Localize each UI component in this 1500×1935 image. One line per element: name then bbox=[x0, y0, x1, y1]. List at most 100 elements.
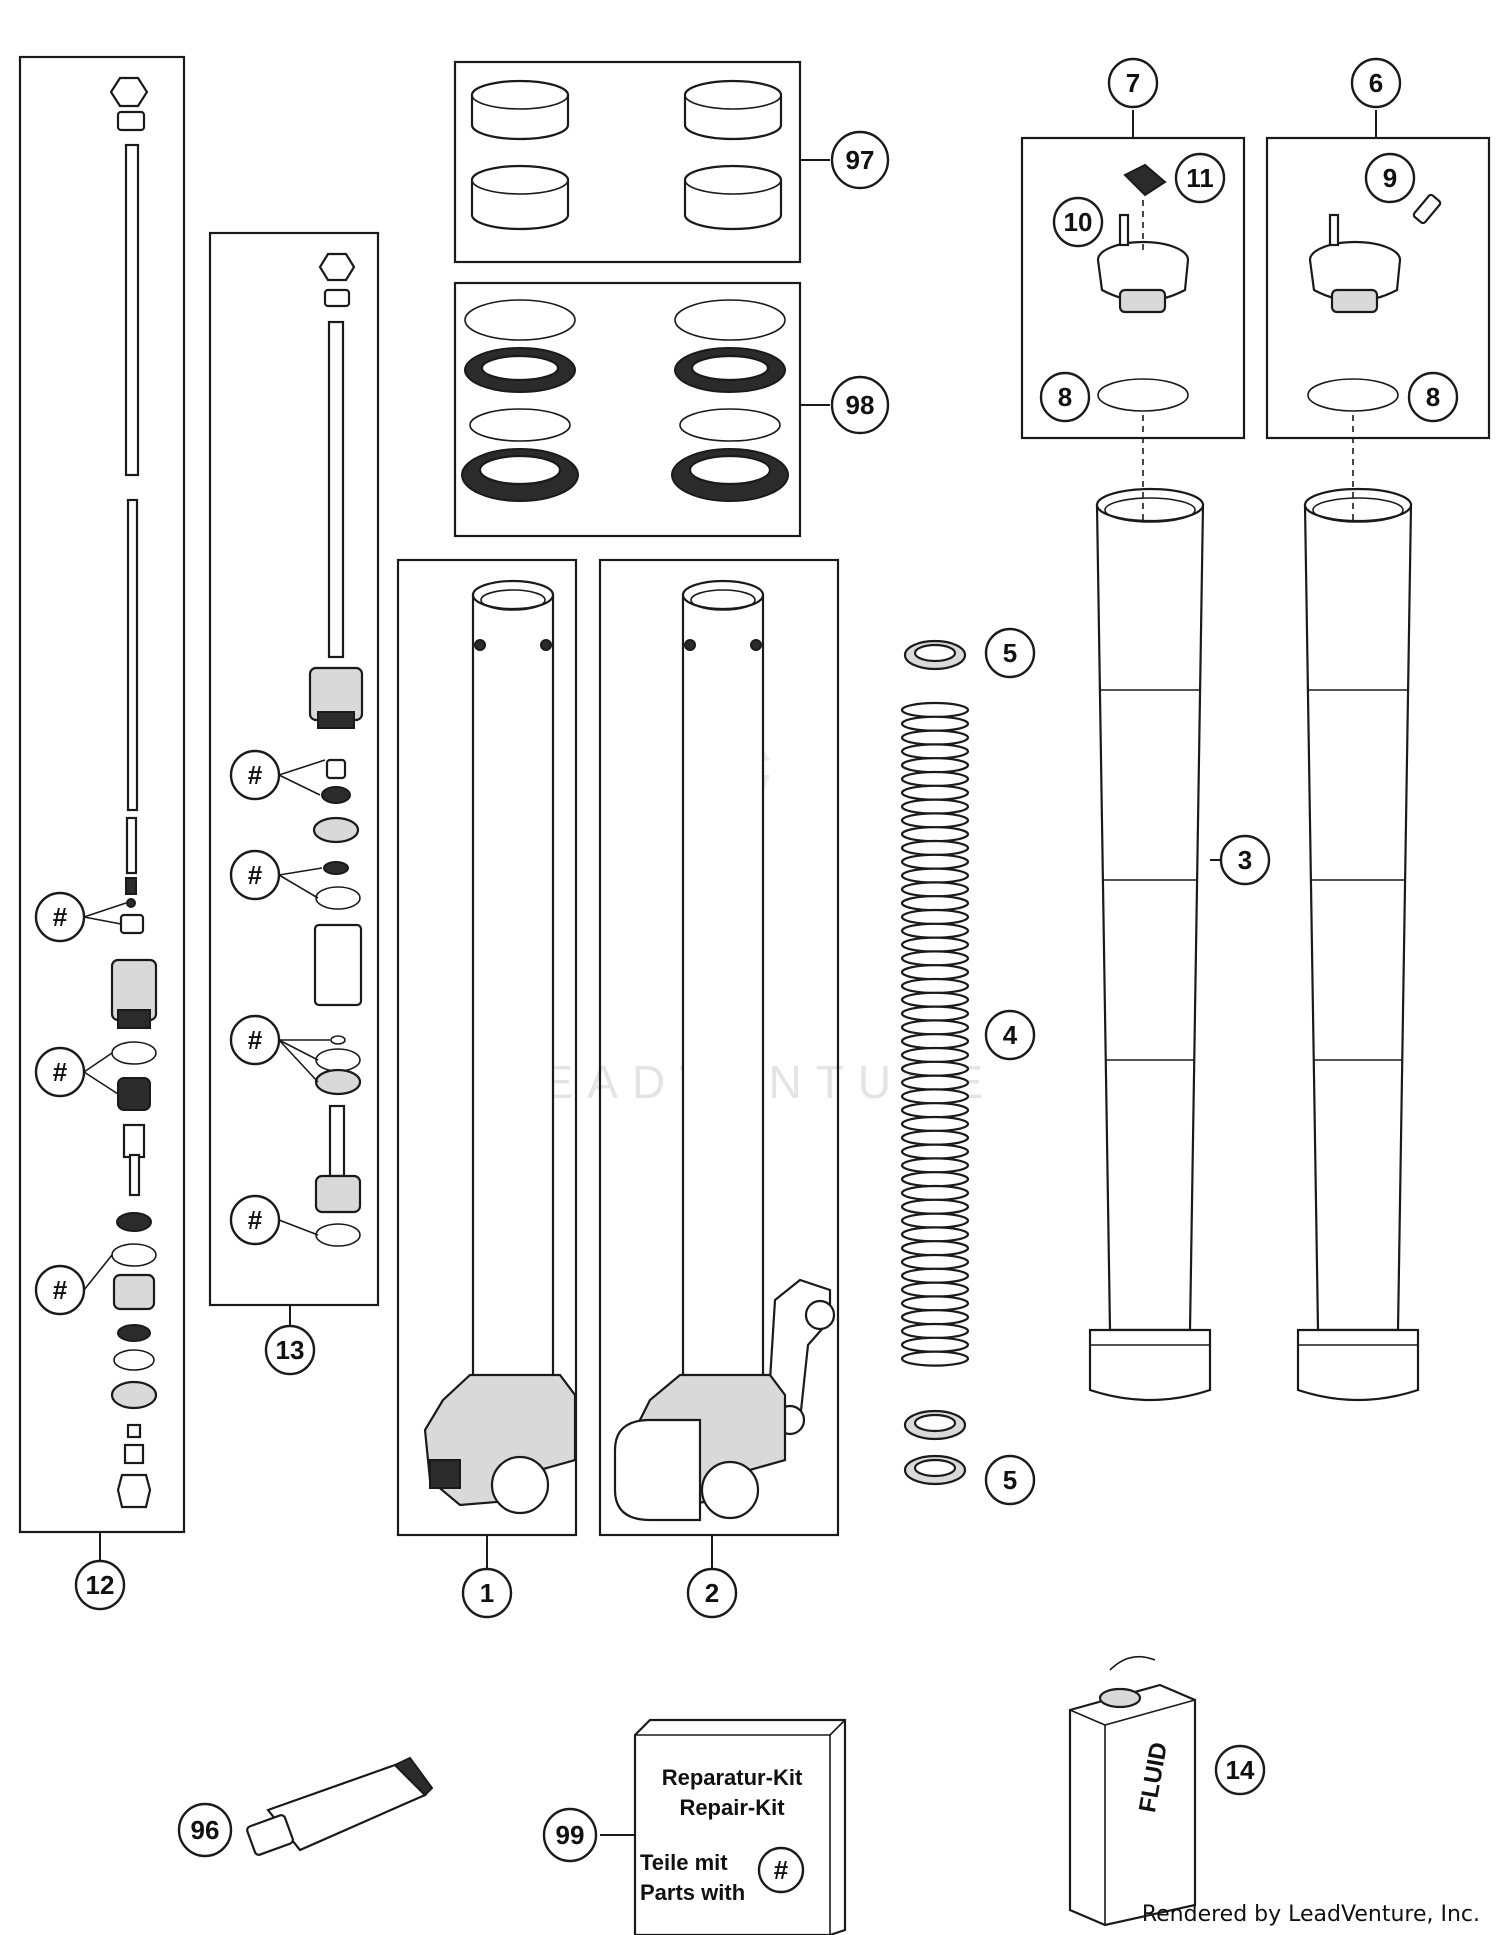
callout-number: # bbox=[53, 1275, 68, 1305]
spring-coil bbox=[900, 991, 970, 1008]
callout-number: 99 bbox=[556, 1820, 585, 1850]
spring-coil bbox=[900, 1240, 970, 1257]
kit-line-3: Teile mit bbox=[640, 1850, 728, 1875]
callout-circle bbox=[229, 1014, 281, 1066]
group-13-cartridge-assembly bbox=[208, 231, 380, 1330]
callout-number: 9 bbox=[1383, 163, 1397, 193]
needle-part bbox=[125, 816, 138, 875]
callout-number: 3 bbox=[1238, 845, 1252, 875]
spring-coil bbox=[900, 1115, 970, 1133]
screw-part bbox=[1328, 213, 1340, 247]
callout-number: 4 bbox=[1003, 1020, 1018, 1050]
callout-c11: 11 bbox=[1174, 152, 1226, 204]
leader-line bbox=[83, 916, 122, 925]
spring-coil bbox=[900, 1253, 970, 1271]
seal-part bbox=[312, 816, 360, 844]
washer-part bbox=[323, 288, 351, 308]
spring-coil bbox=[900, 798, 970, 815]
spring-coil bbox=[900, 881, 970, 898]
leader-line bbox=[83, 1052, 113, 1073]
callout-circle bbox=[229, 1194, 281, 1246]
spring-coil bbox=[900, 853, 970, 870]
callout-c13: 13 bbox=[264, 1324, 316, 1376]
ring-small bbox=[330, 1035, 346, 1045]
callout-circle bbox=[34, 891, 86, 943]
callout-circle bbox=[229, 749, 281, 801]
bolt-small bbox=[126, 1423, 142, 1439]
group-6-frame bbox=[1265, 136, 1491, 440]
ring-part bbox=[111, 1243, 157, 1267]
spring-coil bbox=[900, 895, 970, 912]
spring-coil bbox=[900, 1171, 970, 1188]
fork-spring bbox=[900, 701, 970, 1367]
spring-coil bbox=[900, 964, 970, 981]
callout-circle bbox=[461, 1567, 513, 1619]
spring-coil bbox=[900, 1060, 970, 1077]
callout-c4: 4 bbox=[984, 1009, 1036, 1061]
group-13-frame bbox=[208, 231, 380, 1307]
shim-dark bbox=[321, 786, 351, 804]
spring-coil bbox=[900, 1212, 970, 1229]
repair-kit-box: Reparatur-Kit Repair-Kit Teile mit Parts… bbox=[600, 1718, 847, 1935]
spring-part bbox=[117, 1077, 151, 1111]
screw-part bbox=[1118, 213, 1130, 247]
callout-number: # bbox=[248, 760, 263, 790]
spring-coil bbox=[900, 701, 970, 719]
callout-c1: 1 bbox=[461, 1567, 513, 1619]
callout-hash: # bbox=[757, 1846, 805, 1894]
adjuster-knob bbox=[1123, 163, 1167, 197]
group-12-frame bbox=[18, 55, 186, 1534]
callout-c10: 10 bbox=[1052, 196, 1104, 248]
callout-circle bbox=[1350, 57, 1402, 109]
spring-coil bbox=[900, 784, 970, 801]
seal-part-2 bbox=[314, 1068, 362, 1096]
seal-stack-right bbox=[671, 299, 789, 502]
spring-coil bbox=[900, 1322, 970, 1340]
tube-top bbox=[471, 579, 555, 611]
callout-circle bbox=[34, 1046, 86, 1098]
fluid-can: FLUID bbox=[1068, 1655, 1197, 1927]
callout-c3: 3 bbox=[1219, 834, 1271, 886]
spring-coil bbox=[900, 1143, 970, 1160]
o-ring-part bbox=[315, 886, 361, 910]
spring-small bbox=[125, 877, 137, 895]
leader-line bbox=[278, 1039, 319, 1083]
callout-circle bbox=[1407, 371, 1459, 423]
spring-washers bbox=[903, 639, 967, 1486]
spring-coils bbox=[900, 701, 970, 1367]
render-credit: Rendered by LeadVenture, Inc. bbox=[1141, 1902, 1480, 1927]
callout-circle bbox=[1052, 196, 1104, 248]
leader-line bbox=[83, 1254, 113, 1291]
axle-hole bbox=[490, 1455, 550, 1515]
callout-circle bbox=[177, 1802, 233, 1858]
callout-circle bbox=[1364, 152, 1416, 204]
callout-circle bbox=[1219, 834, 1271, 886]
callout-circle bbox=[264, 1324, 316, 1376]
bushing-bottom-left bbox=[470, 164, 570, 231]
spring-coil bbox=[900, 908, 970, 926]
callout-number: 7 bbox=[1126, 68, 1140, 98]
axle-hole bbox=[700, 1460, 760, 1520]
axle-boss bbox=[613, 1418, 702, 1522]
spring-coil bbox=[900, 1281, 970, 1298]
inner-tube-right bbox=[1296, 487, 1420, 1402]
callout-number: 12 bbox=[86, 1570, 115, 1600]
callout-hash: # bbox=[34, 891, 86, 943]
callout-c98: 98 bbox=[830, 375, 890, 435]
callout-c2: 2 bbox=[686, 1567, 738, 1619]
piston-rod-lower bbox=[126, 498, 139, 812]
spring-coil bbox=[900, 1336, 970, 1353]
leader-line bbox=[278, 1039, 319, 1061]
piston-band bbox=[117, 1009, 151, 1029]
o-ring-part bbox=[111, 1041, 157, 1065]
callout-number: 14 bbox=[1226, 1755, 1255, 1785]
spring-coil bbox=[900, 867, 970, 884]
callout-c6: 6 bbox=[1350, 57, 1402, 109]
callout-number: 2 bbox=[705, 1578, 719, 1608]
piston-rod-upper bbox=[124, 143, 140, 477]
spring-coil bbox=[900, 1005, 970, 1022]
callout-circle bbox=[1214, 1744, 1266, 1796]
valve-part bbox=[122, 1123, 146, 1159]
